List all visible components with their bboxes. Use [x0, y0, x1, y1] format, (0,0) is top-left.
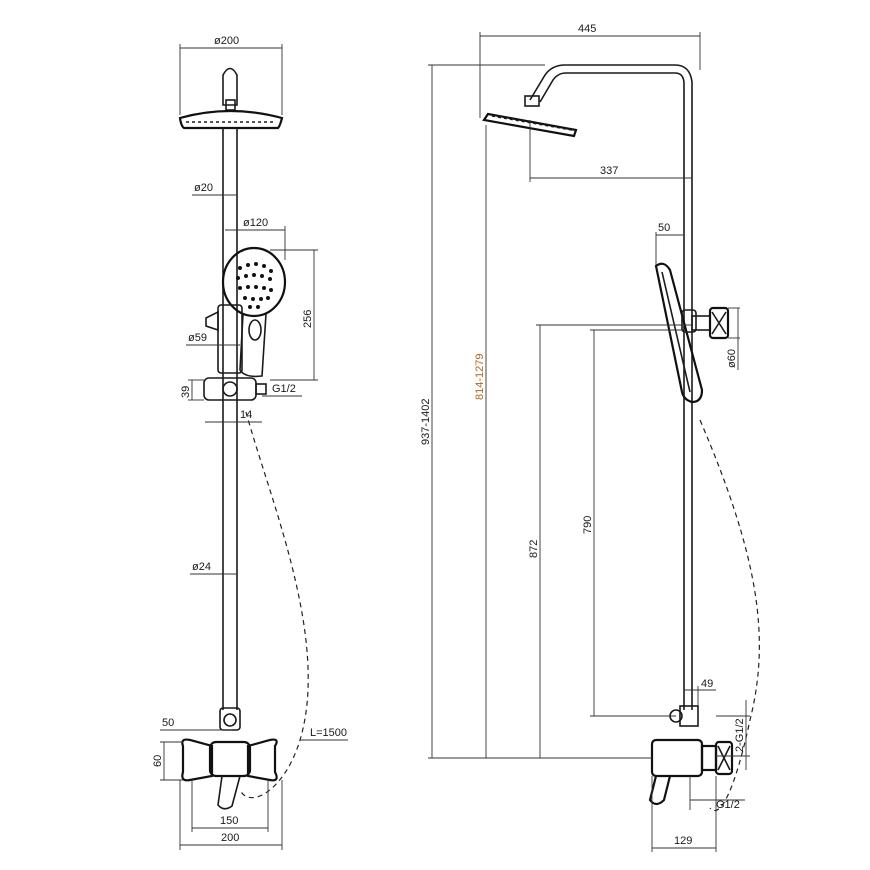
- mixer-valve-side: [181, 707, 278, 810]
- dim-total-height: 937-1402: [420, 399, 432, 446]
- overhead-shower-head-front: [482, 95, 578, 138]
- dim-diverter-size: 49: [701, 678, 713, 690]
- dim-head-height: 814-1279: [474, 354, 486, 401]
- dim-wall-bracket-diameter: ø60: [726, 349, 738, 368]
- dim-projection: 129: [674, 835, 692, 847]
- dim-head-diameter: ø200: [214, 35, 239, 47]
- dim-hand-shower-width: 50: [658, 222, 670, 234]
- hand-shower-side: [221, 246, 287, 378]
- front-view: 445 337 50 ø60 937-1402 814-1279: [420, 23, 760, 852]
- dim-hand-shower-length: 256: [302, 310, 314, 328]
- dim-overall-width: 445: [578, 23, 596, 35]
- dim-holder-diameter: ø59: [188, 332, 207, 344]
- dim-diverter-height: 790: [582, 516, 594, 534]
- dim-hose-thread: G1/2: [272, 383, 296, 395]
- dim-mixer-width: 200: [221, 832, 239, 844]
- front-dimensions: 445 337 50 ø60 937-1402 814-1279: [420, 23, 750, 852]
- dim-hand-shower-diameter: ø120: [243, 217, 268, 229]
- dim-inlet-thread: G1/2: [716, 799, 740, 811]
- dim-outlet-thread: 2-G1/2: [734, 718, 746, 752]
- wall-bracket: [691, 306, 730, 340]
- side-dimensions: ø200 ø20 ø120 256 ø59 39 G1/2: [152, 35, 348, 850]
- dim-mixer-height: 60: [152, 755, 164, 767]
- hose-dashed: [239, 411, 309, 799]
- dim-bracket-height: 872: [528, 540, 540, 558]
- dim-slider-offset: 14: [240, 409, 252, 421]
- overhead-shower-head: [178, 109, 284, 130]
- slide-bar-holder: [203, 304, 267, 401]
- side-view: ø200 ø20 ø120 256 ø59 39 G1/2: [152, 35, 348, 850]
- dim-connection-centers: 150: [220, 815, 238, 827]
- hand-shower-front: [654, 262, 704, 404]
- dim-slider-height: 39: [180, 386, 192, 398]
- dim-pipe-diameter-upper: ø20: [194, 182, 213, 194]
- dim-hose-length: L=1500: [310, 727, 347, 739]
- dim-pipe-diameter-lower: ø24: [192, 561, 211, 573]
- dim-arm-reach: 337: [600, 165, 618, 177]
- mixer-valve-front: [648, 738, 734, 806]
- dim-mixer-depth: 50: [162, 717, 174, 729]
- hose-dashed-front: [699, 419, 760, 811]
